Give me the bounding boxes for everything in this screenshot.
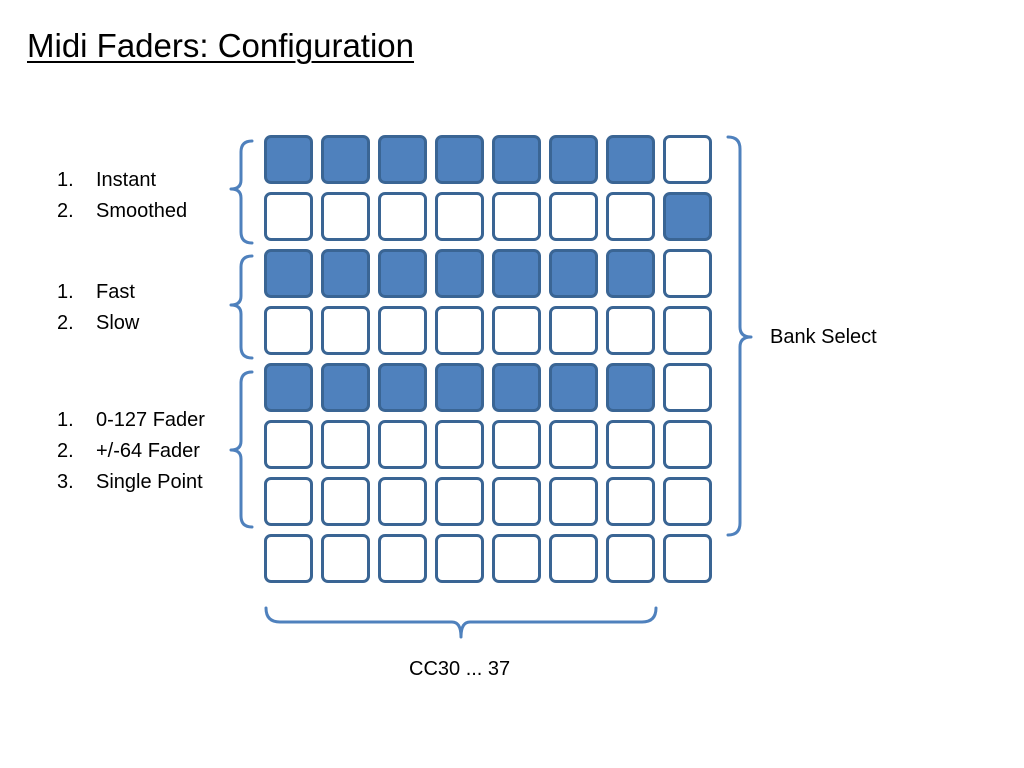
grid-pad[interactable] bbox=[549, 534, 598, 583]
list-item-number: 2. bbox=[57, 200, 74, 222]
list-item: 2. Smoothed bbox=[57, 196, 187, 227]
list-item-number: 2. bbox=[57, 440, 74, 462]
grid-pad[interactable] bbox=[663, 420, 712, 469]
grid-pad[interactable] bbox=[606, 534, 655, 583]
list-item-label: Single Point bbox=[96, 471, 203, 493]
grid-pad[interactable] bbox=[264, 420, 313, 469]
grid-pad[interactable] bbox=[378, 363, 427, 412]
grid-pad[interactable] bbox=[378, 306, 427, 355]
grid-pad[interactable] bbox=[378, 249, 427, 298]
grid-pad[interactable] bbox=[663, 534, 712, 583]
list-item-label: Slow bbox=[96, 312, 140, 334]
grid-pad[interactable] bbox=[264, 363, 313, 412]
smoothing-rows-brace bbox=[229, 139, 254, 245]
grid-pad[interactable] bbox=[321, 249, 370, 298]
grid-pad[interactable] bbox=[264, 306, 313, 355]
grid-pad[interactable] bbox=[321, 306, 370, 355]
speed-rows-brace bbox=[229, 254, 254, 360]
grid-pad[interactable] bbox=[378, 420, 427, 469]
list-item: 1. Instant bbox=[57, 165, 187, 196]
grid-pad[interactable] bbox=[492, 477, 541, 526]
list-item-number: 1. bbox=[57, 409, 74, 431]
grid-pad[interactable] bbox=[435, 135, 484, 184]
list-item-label: Instant bbox=[96, 169, 157, 191]
grid-pad[interactable] bbox=[435, 534, 484, 583]
grid-pad[interactable] bbox=[435, 249, 484, 298]
cc-columns-brace bbox=[264, 606, 658, 639]
grid-pad[interactable] bbox=[321, 192, 370, 241]
grid-pad[interactable] bbox=[663, 306, 712, 355]
pad-grid bbox=[264, 135, 712, 583]
cc-range-label: CC30 ... 37 bbox=[409, 658, 511, 680]
grid-pad[interactable] bbox=[549, 306, 598, 355]
list-item: 1. 0-127 Fader bbox=[57, 405, 205, 436]
grid-pad[interactable] bbox=[378, 135, 427, 184]
grid-pad[interactable] bbox=[606, 306, 655, 355]
grid-pad[interactable] bbox=[606, 249, 655, 298]
list-item-number: 1. bbox=[57, 169, 74, 191]
list-item-label: Fast bbox=[96, 281, 135, 303]
grid-pad[interactable] bbox=[492, 192, 541, 241]
grid-pad[interactable] bbox=[264, 249, 313, 298]
grid-pad[interactable] bbox=[606, 363, 655, 412]
grid-pad[interactable] bbox=[264, 534, 313, 583]
list-item: 3. Single Point bbox=[57, 467, 205, 498]
grid-pad[interactable] bbox=[378, 192, 427, 241]
smoothing-options-list: 1. Instant 2. Smoothed bbox=[57, 165, 187, 227]
list-item: 2. +/-64 Fader bbox=[57, 436, 205, 467]
list-item-label: +/-64 Fader bbox=[96, 440, 200, 462]
grid-pad[interactable] bbox=[321, 420, 370, 469]
grid-pad[interactable] bbox=[492, 306, 541, 355]
list-item-number: 3. bbox=[57, 471, 74, 493]
grid-pad[interactable] bbox=[549, 192, 598, 241]
grid-pad[interactable] bbox=[663, 249, 712, 298]
list-item-number: 1. bbox=[57, 281, 74, 303]
grid-pad[interactable] bbox=[435, 477, 484, 526]
bank-select-label: Bank Select bbox=[770, 326, 877, 348]
grid-pad[interactable] bbox=[492, 249, 541, 298]
grid-pad[interactable] bbox=[378, 477, 427, 526]
fader-type-options-list: 1. 0-127 Fader 2. +/-64 Fader 3. Single Poi… bbox=[57, 405, 205, 498]
list-item: 1. Fast bbox=[57, 277, 139, 308]
grid-pad[interactable] bbox=[606, 192, 655, 241]
grid-pad[interactable] bbox=[435, 420, 484, 469]
slide-title: Midi Faders: Configuration bbox=[27, 27, 415, 64]
grid-pad[interactable] bbox=[321, 135, 370, 184]
grid-pad[interactable] bbox=[264, 135, 313, 184]
grid-pad[interactable] bbox=[492, 420, 541, 469]
grid-pad[interactable] bbox=[321, 534, 370, 583]
grid-pad[interactable] bbox=[435, 306, 484, 355]
grid-pad[interactable] bbox=[663, 363, 712, 412]
grid-pad[interactable] bbox=[321, 363, 370, 412]
grid-pad[interactable] bbox=[663, 192, 712, 241]
grid-pad[interactable] bbox=[549, 135, 598, 184]
grid-pad[interactable] bbox=[549, 249, 598, 298]
grid-pad[interactable] bbox=[264, 192, 313, 241]
speed-options-list: 1. Fast 2. Slow bbox=[57, 277, 139, 339]
grid-pad[interactable] bbox=[549, 420, 598, 469]
grid-pad[interactable] bbox=[492, 135, 541, 184]
bank-select-brace bbox=[726, 135, 753, 537]
grid-pad[interactable] bbox=[492, 534, 541, 583]
grid-pad[interactable] bbox=[606, 135, 655, 184]
grid-pad[interactable] bbox=[492, 363, 541, 412]
grid-pad[interactable] bbox=[663, 135, 712, 184]
grid-pad[interactable] bbox=[606, 477, 655, 526]
list-item: 2. Slow bbox=[57, 308, 139, 339]
list-item-label: Smoothed bbox=[96, 200, 188, 222]
grid-pad[interactable] bbox=[264, 477, 313, 526]
list-item-label: 0-127 Fader bbox=[96, 409, 205, 431]
grid-pad[interactable] bbox=[435, 363, 484, 412]
grid-pad[interactable] bbox=[549, 477, 598, 526]
grid-pad[interactable] bbox=[378, 534, 427, 583]
list-item-number: 2. bbox=[57, 312, 74, 334]
fader-type-rows-brace bbox=[229, 370, 254, 529]
grid-pad[interactable] bbox=[549, 363, 598, 412]
grid-pad[interactable] bbox=[435, 192, 484, 241]
grid-pad[interactable] bbox=[606, 420, 655, 469]
grid-pad[interactable] bbox=[663, 477, 712, 526]
grid-pad[interactable] bbox=[321, 477, 370, 526]
